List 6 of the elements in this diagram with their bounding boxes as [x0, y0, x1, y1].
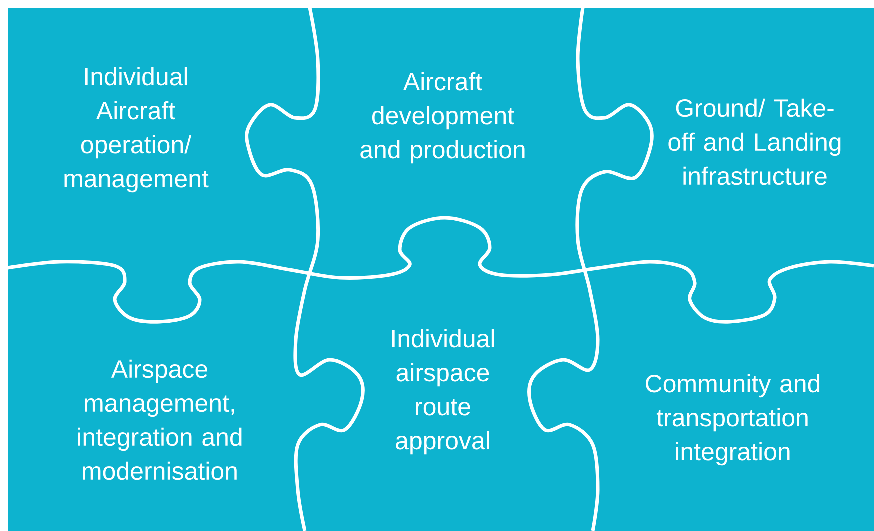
puzzle-piece-label: Individual airspace route approval [392, 329, 494, 455]
puzzle-piece-label: Community and transportation integration [646, 374, 820, 466]
puzzle-piece-label: Airspace management, integration and modernisation [78, 360, 242, 480]
puzzle-piece-label: Aircraft development and production [360, 72, 525, 164]
puzzle-piece-label: Individual Aircraft operation/ management [64, 67, 209, 193]
puzzle-piece-label: Ground/ Take-off and Landing infrastructure [668, 98, 841, 186]
